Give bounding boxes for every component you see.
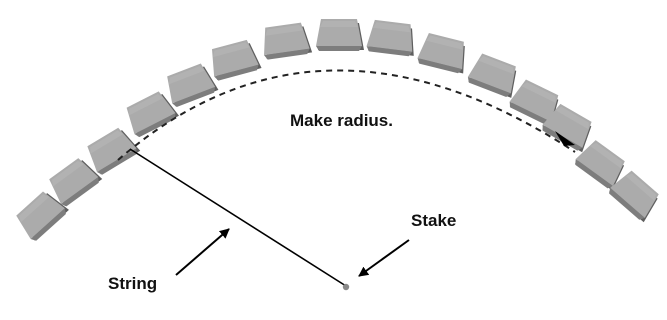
paver-block-top bbox=[542, 103, 592, 148]
paver-block-top bbox=[509, 79, 559, 122]
paver-block-icon bbox=[316, 19, 364, 51]
paver-block-highlight bbox=[169, 66, 205, 85]
paver-block-side bbox=[214, 64, 259, 81]
stake-label: Stake bbox=[411, 211, 456, 230]
paver-block-side bbox=[264, 48, 310, 60]
string-line bbox=[129, 148, 347, 287]
stake-arrow bbox=[358, 239, 410, 277]
paver-block-top bbox=[126, 91, 176, 135]
paver-block-top bbox=[167, 63, 216, 104]
paver-block-side bbox=[96, 148, 137, 175]
paver-block-highlight bbox=[426, 35, 463, 50]
string-label: String bbox=[108, 274, 157, 293]
main-label: Make radius. bbox=[290, 111, 393, 130]
paver-block-side bbox=[61, 176, 99, 207]
paver-block-side bbox=[134, 113, 176, 138]
paver-block-side bbox=[316, 46, 362, 51]
paver-block-icon bbox=[167, 63, 219, 107]
paver-block-icon bbox=[126, 91, 179, 138]
paver-block-icon bbox=[366, 19, 414, 57]
paver-block-icon bbox=[87, 127, 141, 175]
paver-block-top bbox=[49, 158, 99, 205]
paver-block-icon bbox=[608, 170, 659, 223]
paver-block-icon bbox=[16, 191, 69, 241]
paver-block-side bbox=[509, 101, 551, 125]
paver-block-highlight bbox=[478, 56, 514, 75]
paver-block-highlight bbox=[320, 21, 358, 27]
paver-block-top bbox=[16, 191, 65, 240]
dashed-arc bbox=[117, 69, 576, 161]
paver-blocks bbox=[16, 19, 659, 241]
paver-block-icon bbox=[211, 39, 262, 81]
paver-block-highlight bbox=[52, 160, 84, 187]
paver-block-icon bbox=[49, 158, 103, 207]
paver-block-top bbox=[575, 140, 625, 187]
paver-block-icon bbox=[467, 53, 517, 98]
paver-block-side bbox=[467, 76, 511, 97]
stake-point-icon bbox=[342, 283, 350, 291]
paver-block-side bbox=[609, 187, 645, 220]
arc-arrow bbox=[555, 131, 575, 146]
paver-block-highlight bbox=[372, 22, 411, 33]
paver-block-side bbox=[417, 58, 463, 74]
paver-block-highlight bbox=[19, 194, 50, 223]
paver-block-top bbox=[610, 170, 659, 218]
paver-block-highlight bbox=[521, 82, 556, 103]
paver-block-icon bbox=[264, 22, 313, 60]
paver-block-highlight bbox=[213, 42, 250, 58]
paver-block-highlight bbox=[129, 94, 164, 116]
paver-block-icon bbox=[417, 33, 465, 74]
paver-block-highlight bbox=[265, 24, 303, 36]
string-arrow bbox=[175, 228, 230, 276]
paver-block-top bbox=[467, 53, 516, 94]
paver-block-highlight bbox=[625, 173, 656, 201]
paver-block-highlight bbox=[555, 106, 589, 130]
paver-block-icon bbox=[509, 79, 559, 127]
paver-block-side bbox=[172, 86, 216, 107]
paver-block-highlight bbox=[590, 142, 622, 169]
paver-block-highlight bbox=[90, 130, 124, 154]
paver-block-icon bbox=[575, 140, 625, 191]
paver-block-top bbox=[87, 127, 137, 172]
paver-block-side bbox=[366, 46, 413, 57]
paver-block-side bbox=[575, 158, 613, 189]
paver-block-side bbox=[30, 208, 66, 241]
